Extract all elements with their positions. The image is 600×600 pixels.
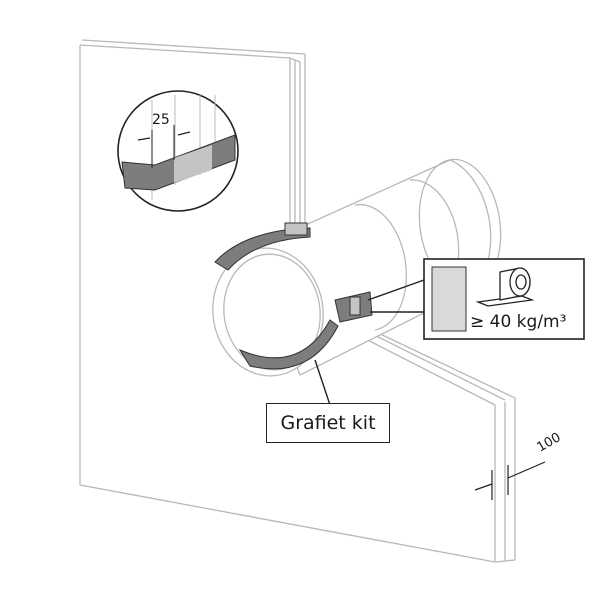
product-label: Grafiet kit [266, 403, 390, 443]
detail-magnifier: 25 [117, 90, 239, 212]
detail-dimension-label: 25 [152, 112, 170, 128]
wall-thickness-label: 100 [535, 430, 564, 455]
pipe [212, 158, 502, 377]
wall-thickness-dimension [474, 461, 546, 500]
graphite-band [214, 222, 373, 370]
insulation-callout [367, 258, 585, 340]
insulation-slab-icon [431, 266, 467, 332]
density-label: ≥ 40 kg/m³ [470, 312, 567, 332]
mineral-wool-roll-icon [475, 267, 535, 307]
